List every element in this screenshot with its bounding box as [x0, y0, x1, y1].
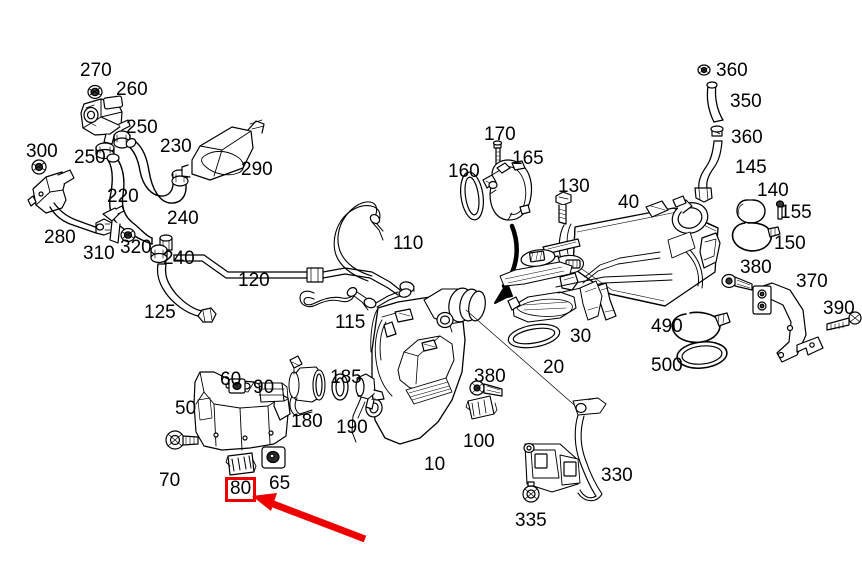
part-40-intercooler: [542, 195, 721, 321]
part-500-oring: [676, 341, 728, 369]
part-185-seal: [331, 373, 349, 401]
callout-490: 490: [651, 316, 683, 337]
callout-310: 310: [83, 243, 115, 264]
callout-155: 155: [780, 202, 812, 223]
callout-40: 40: [618, 192, 640, 213]
part-90-clip: [258, 382, 289, 403]
callout-240-b: 240: [163, 248, 195, 269]
callout-140: 140: [757, 180, 789, 201]
part-145-pipe: [694, 140, 723, 203]
part-100-clip: [465, 395, 498, 420]
callout-70: 70: [159, 470, 181, 491]
callout-20: 20: [543, 357, 565, 378]
part-180-valve: [288, 355, 326, 417]
callout-100: 100: [463, 431, 495, 452]
part-270-washer: [87, 84, 103, 100]
part-110-sensor-cable: [333, 201, 415, 293]
callout-330: 330: [601, 465, 633, 486]
part-80-grommet: [225, 452, 257, 476]
part-490-clamp: [671, 311, 731, 344]
part-190-connector: [355, 373, 385, 410]
part-70-bolt: [165, 430, 199, 450]
callout-60: 60: [220, 369, 242, 390]
part-20-gasket: [507, 323, 561, 349]
callout-220: 220: [107, 186, 139, 207]
part-30-bracket: [499, 249, 673, 323]
callout-125: 125: [144, 302, 176, 323]
part-150-clamp: [731, 222, 781, 252]
callout-150: 150: [774, 233, 806, 254]
part-360-bolt-lower: [710, 125, 724, 137]
part-130-bolt: [555, 191, 572, 225]
callout-110: 110: [393, 233, 424, 254]
callout-180: 180: [291, 411, 323, 432]
callout-160: 160: [448, 161, 480, 182]
callout-360-lower: 360: [731, 127, 763, 148]
part-360-bolt-upper: [697, 64, 711, 76]
part-230-hose: [125, 138, 189, 204]
callout-50: 50: [175, 398, 197, 419]
callout-30: 30: [570, 326, 592, 347]
callout-250-lower: 250: [74, 147, 106, 168]
part-115-sensor-cable: [299, 287, 412, 311]
part-335-bolt: [522, 481, 540, 503]
callout-335: 335: [515, 510, 547, 531]
part-380-bolt-lower: [469, 380, 503, 397]
part-370-bracket: [752, 282, 824, 363]
part-240-clamp-b: [150, 244, 168, 264]
callout-370: 370: [796, 271, 828, 292]
callout-380-right: 380: [740, 257, 772, 278]
part-280-bracket: [27, 169, 113, 236]
callout-185: 185: [330, 367, 362, 388]
part-260-valve: [80, 95, 131, 145]
part-10-manifold: [351, 287, 486, 445]
part-300-washer: [31, 159, 47, 175]
callout-170: 170: [484, 124, 516, 145]
callout-130: 130: [558, 176, 590, 197]
part-330-sensor: [465, 309, 607, 502]
callout-320: 320: [120, 237, 152, 258]
part-290-housing: [181, 119, 265, 181]
part-65-grommet: [261, 446, 286, 469]
part-140-clamp: [736, 199, 766, 224]
callout-165: 165: [512, 148, 544, 169]
callout-240-a: 240: [167, 208, 199, 229]
callout-390: 390: [823, 298, 855, 319]
part-155-pin: [775, 200, 785, 220]
part-60-grommet: [228, 378, 246, 394]
part-350-hose: [706, 81, 724, 123]
callout-260: 260: [116, 79, 148, 100]
callout-90: 90: [253, 377, 275, 398]
callout-120: 120: [238, 270, 270, 291]
callout-230: 230: [160, 136, 192, 157]
callout-290: 290: [241, 159, 273, 180]
part-125-hose: [156, 263, 217, 323]
part-310-fitting: [102, 205, 125, 244]
callout-10: 10: [424, 454, 446, 475]
callout-80-highlighted: 80: [225, 477, 257, 502]
callout-380-lower: 380: [474, 366, 506, 387]
part-165-throttle-valve: [482, 159, 533, 221]
part-160-seal: [460, 171, 484, 221]
callout-280: 280: [44, 227, 76, 248]
callout-270: 270: [80, 60, 112, 81]
part-390-bolt: [826, 311, 862, 331]
part-380-bolt-right: [721, 273, 753, 291]
part-320-washer: [120, 227, 136, 243]
callout-65: 65: [269, 473, 291, 494]
callout-500: 500: [651, 355, 683, 376]
assembly-direction-arrow: [494, 223, 519, 304]
callout-250-upper: 250: [126, 117, 158, 138]
part-120-pipe: [173, 254, 401, 296]
callout-190: 190: [336, 417, 368, 438]
callout-145: 145: [735, 157, 767, 178]
part-250-clamp-upper: [113, 130, 131, 149]
callout-115: 115: [335, 312, 366, 333]
callout-300: 300: [26, 141, 58, 162]
callout-360-upper: 360: [716, 60, 748, 81]
callout-350: 350: [730, 91, 762, 112]
